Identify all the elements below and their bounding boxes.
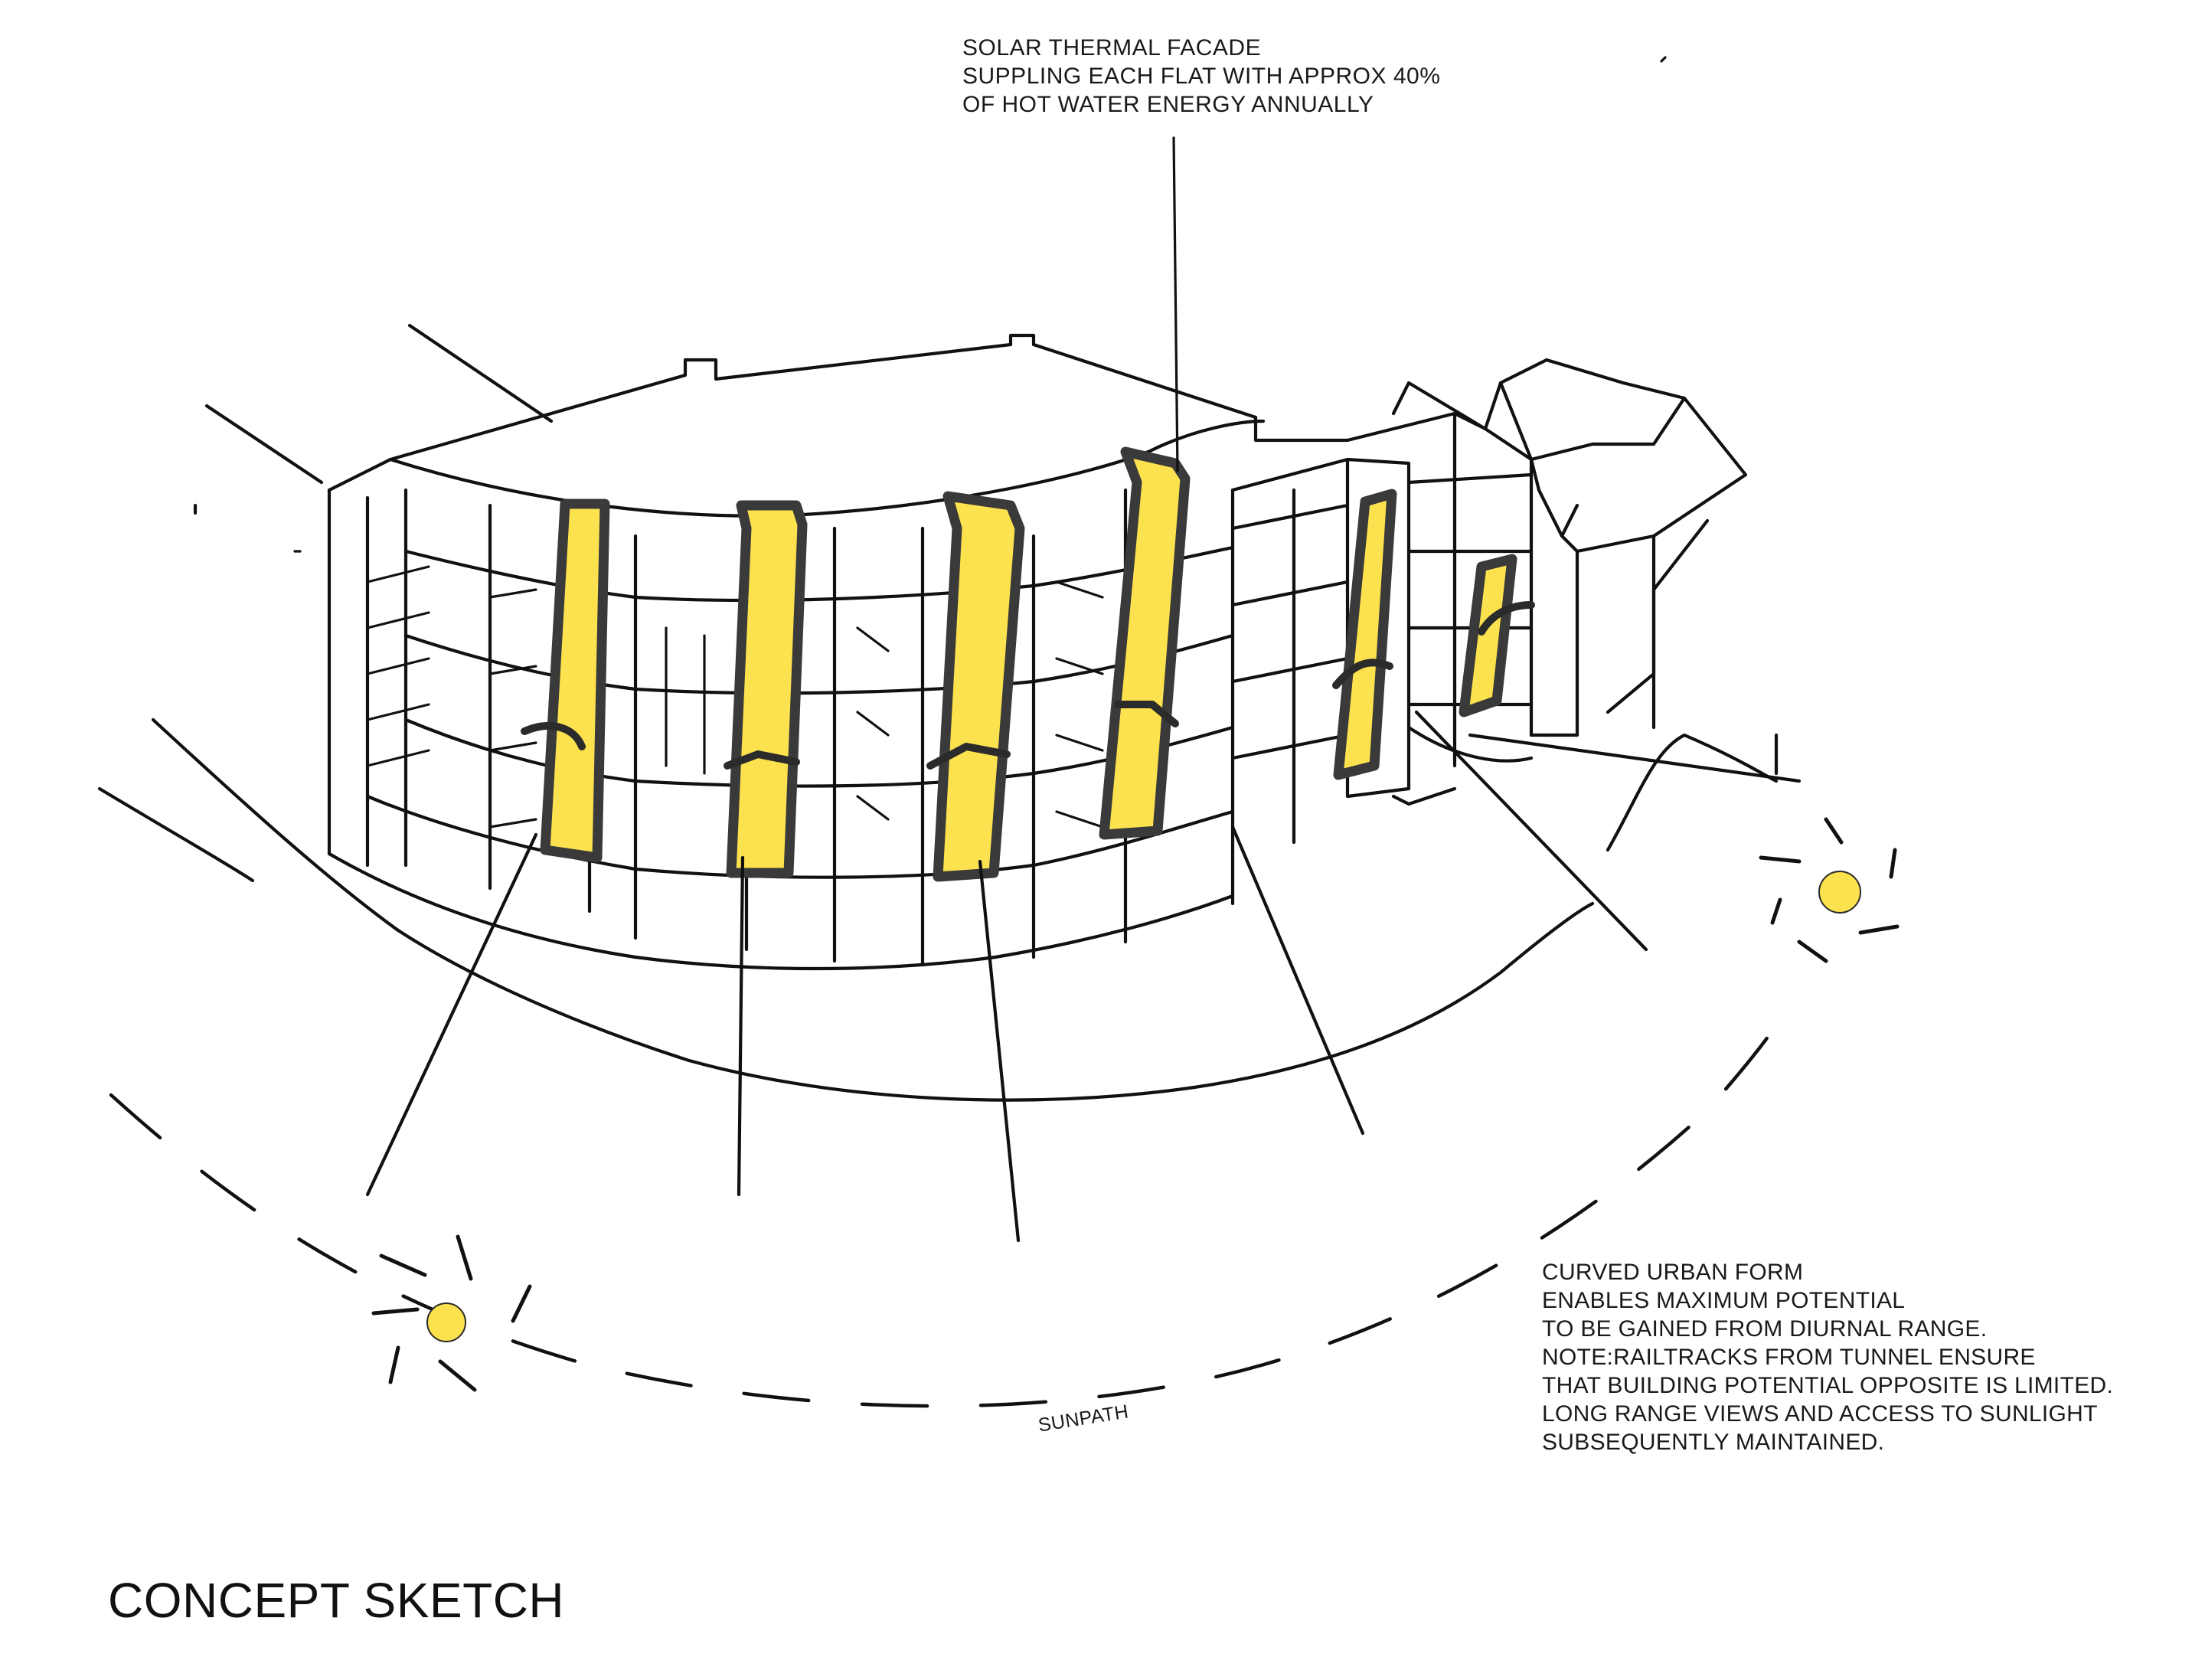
- sun-right-ray-2: [1889, 848, 1897, 879]
- solar-panel-2: [726, 500, 808, 878]
- balcony-lines-left: [366, 565, 430, 767]
- sun-right-disc: [1818, 871, 1861, 914]
- pavilion-dormer: [1391, 381, 1488, 431]
- wing-base-curve: [1406, 725, 1534, 763]
- solar-panel-3: [933, 491, 1025, 882]
- speck: [1660, 56, 1667, 63]
- solar-note-line-1: SOLAR THERMAL FACADE: [962, 35, 1262, 60]
- sun-left-ray-2: [456, 1234, 473, 1281]
- solar-note-leader: [1172, 136, 1179, 472]
- sun-right: [1759, 817, 1900, 963]
- ray-line-2: [737, 855, 745, 1197]
- roof-step: [1253, 415, 1350, 443]
- curved-form-annotation: CURVED URBAN FORM ENABLES MAXIMUM POTENT…: [1542, 1258, 2113, 1456]
- roof: [388, 333, 1350, 518]
- ray-line-3: [978, 859, 1021, 1243]
- sun-left-ray-5: [388, 1345, 400, 1384]
- solar-note-line-2: SUPPLING EACH FLAT WITH APPROX 40%: [962, 64, 1441, 89]
- pavilion-roof-outline: [1483, 358, 1748, 538]
- pavilion-corner: [1560, 534, 1579, 737]
- sun-left-ray-4: [438, 1359, 477, 1392]
- wing-floors-1: [1230, 503, 1350, 760]
- pavilion-eave: [1529, 396, 1687, 462]
- floor-line-3: [403, 633, 1235, 695]
- sun-left: [371, 1234, 532, 1392]
- ray-line-4: [1230, 825, 1365, 1136]
- form-note-line-6: LONG RANGE VIEWS AND ACCESS TO SUNLIGHT: [1542, 1401, 2098, 1427]
- floor-line-4: [403, 545, 1235, 603]
- sun-left-ray-1: [379, 1253, 427, 1277]
- form-note-line-7: SUBSEQUENTLY MAINTAINED.: [1542, 1430, 1885, 1455]
- site-lines: [97, 56, 1779, 1102]
- balcony-lines-4: [1055, 580, 1104, 829]
- sun-left-disc: [426, 1302, 466, 1342]
- balcony-lines-2: [488, 588, 537, 829]
- main-block: [327, 457, 1235, 971]
- street-left-end: [97, 786, 255, 883]
- pavilion-eave-2: [1575, 534, 1656, 554]
- panel-4-bracket: [1114, 701, 1179, 727]
- block-top-left: [327, 457, 393, 492]
- sun-right-ray-5: [1770, 897, 1782, 925]
- solar-panels: [521, 446, 1535, 882]
- ray-line-6: [1468, 733, 1802, 783]
- wing-base: [1391, 786, 1457, 806]
- form-note-line-2: ENABLES MAXIMUM POTENTIAL: [1542, 1288, 1906, 1313]
- sun-right-ray-4: [1797, 940, 1828, 963]
- street-return: [1606, 733, 1779, 852]
- solar-panel-4: [1099, 446, 1191, 840]
- right-wing: [1230, 411, 1534, 845]
- site-line-b: [204, 404, 324, 485]
- pavilion-roof-ridge: [1498, 381, 1579, 538]
- ray-line-5: [1414, 710, 1648, 952]
- mullions-a: [665, 626, 706, 775]
- sun-rays: [365, 710, 1802, 1243]
- form-note-line-5: THAT BUILDING POTENTIAL OPPOSITE IS LIMI…: [1542, 1373, 2114, 1398]
- form-note-line-4: NOTE:RAILTRACKS FROM TUNNEL ENSURE: [1542, 1345, 2036, 1370]
- end-pavilion: [1391, 358, 1748, 737]
- form-note-line-3: TO BE GAINED FROM DIURNAL RANGE.: [1542, 1316, 1988, 1342]
- form-note-line-1: CURVED URBAN FORM: [1542, 1260, 1804, 1285]
- sun-right-ray-1: [1824, 817, 1844, 845]
- pavilion-rear: [1606, 534, 1656, 714]
- panel-6-bracket: [1478, 601, 1535, 636]
- site-line-e: [1651, 518, 1710, 592]
- sun-left-ray-6: [371, 1307, 420, 1316]
- sunpath-arc: [109, 993, 1794, 1408]
- roof-back-edge: [388, 333, 1258, 462]
- sun-right-ray-3: [1858, 924, 1900, 935]
- solar-note-line-3: OF HOT WATER ENERGY ANNUALLY: [962, 92, 1374, 117]
- page-title: CONCEPT SKETCH: [108, 1573, 565, 1628]
- solar-facade-annotation: SOLAR THERMAL FACADE SUPPLING EACH FLAT …: [962, 34, 1440, 119]
- panel-3-bracket: [926, 743, 1011, 770]
- solar-panel-1: [540, 498, 610, 863]
- floor-line-1: [365, 794, 1235, 879]
- site-line-c: [407, 323, 554, 423]
- panel-1-bracket: [521, 721, 586, 750]
- block-base: [327, 851, 1235, 971]
- street-curve-upper: [151, 717, 1595, 1102]
- balcony-lines-3: [856, 626, 890, 821]
- sun-left-ray-3: [511, 1284, 532, 1323]
- wing-floors-2: [1406, 472, 1534, 707]
- sun-right-ray-6: [1759, 855, 1802, 864]
- panel-2-bracket: [724, 750, 800, 770]
- panel-5-bracket: [1332, 659, 1393, 689]
- solar-panel-5: [1333, 489, 1397, 780]
- ray-line-1: [365, 832, 538, 1197]
- solar-panel-6: [1459, 554, 1517, 717]
